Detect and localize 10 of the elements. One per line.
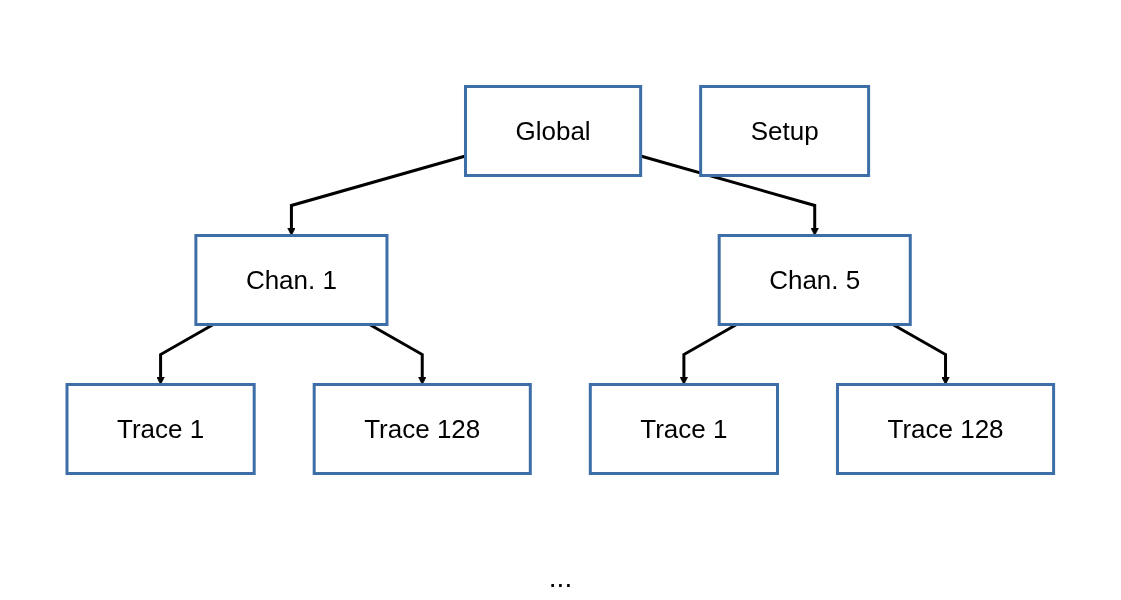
- node-box: Global: [464, 85, 643, 177]
- arrow: [640, 154, 820, 236]
- node-box: Chan. 1: [194, 234, 389, 326]
- node-box: Trace 128: [836, 383, 1056, 475]
- node-box: Setup: [699, 85, 871, 177]
- node-box: Trace 1: [589, 383, 780, 475]
- node-box: Trace 1: [65, 383, 256, 475]
- ellipsis-label: ...: [548, 562, 573, 593]
- node-box: Chan. 5: [717, 234, 912, 326]
- node-box: Trace 128: [312, 383, 532, 475]
